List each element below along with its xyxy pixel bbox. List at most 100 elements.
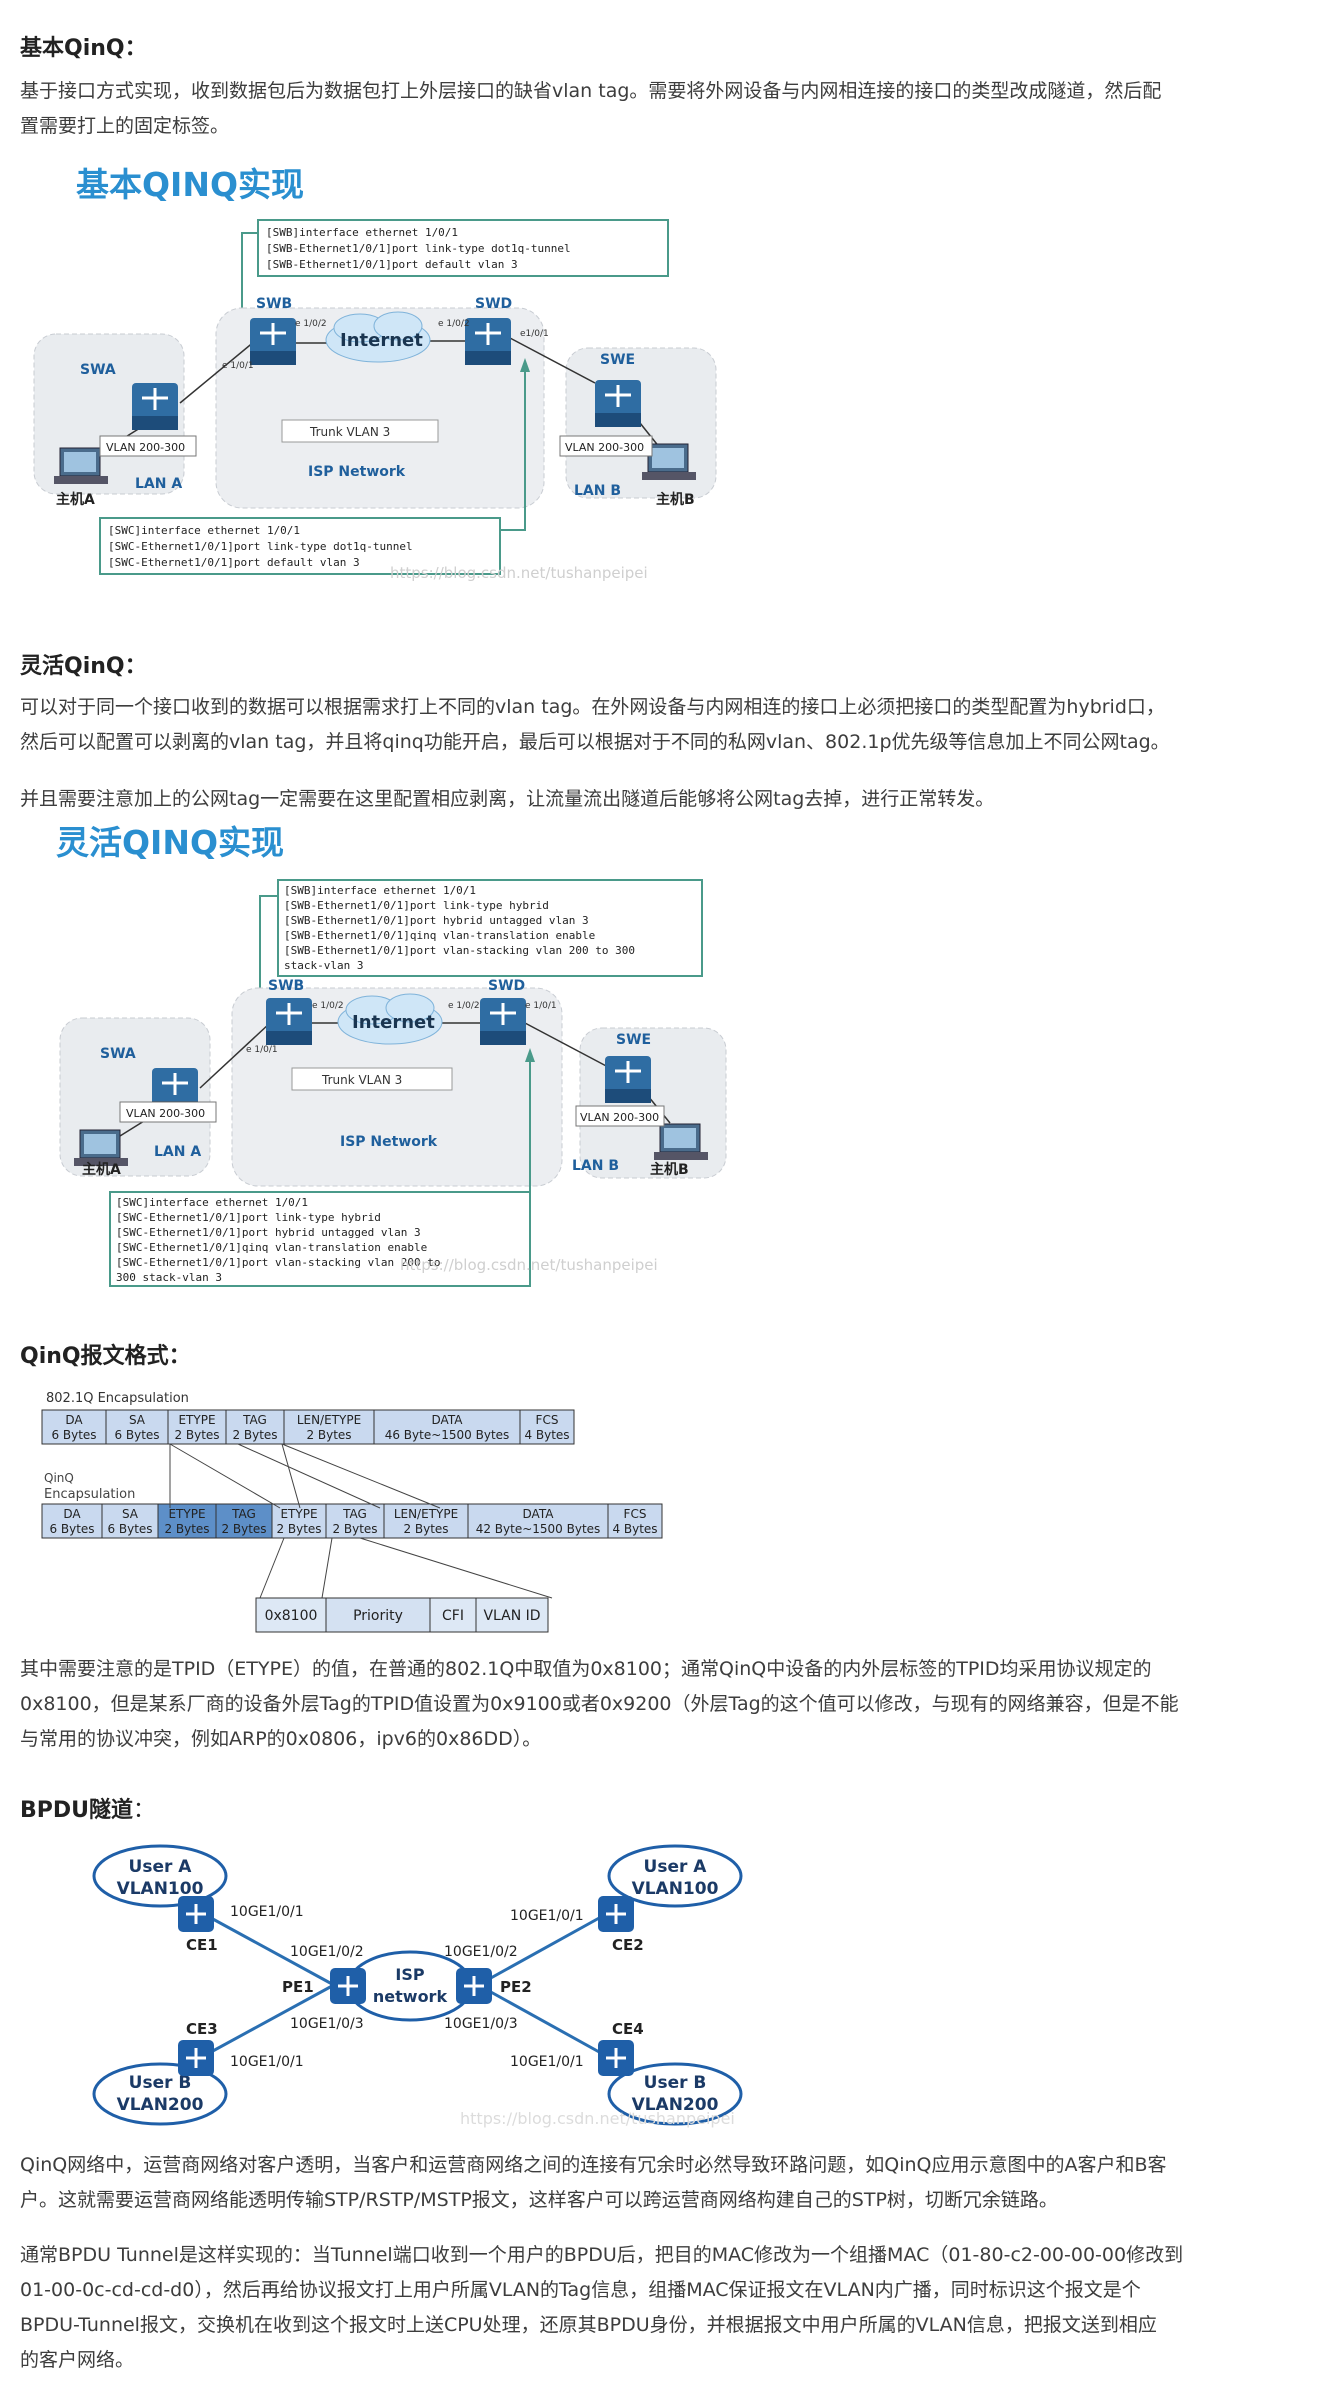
frame-cell-name: DA	[63, 1507, 81, 1521]
vlan-box-a	[99, 435, 197, 457]
host-b-icon	[654, 1123, 708, 1160]
config-text-bottom: [SWC]interface ethernet 1/0/1 [SWC-Ether…	[116, 1196, 447, 1284]
frame-cell	[41, 1503, 103, 1539]
frame-cell-name: ETYPE	[168, 1507, 205, 1521]
frame-cell-size: 2 Bytes	[306, 1428, 351, 1442]
frame-cell-name: DATA	[432, 1413, 464, 1427]
label-host-b: 主机B	[656, 491, 695, 508]
host-a-icon	[54, 447, 108, 484]
label-isp-network: ISP Network	[308, 464, 406, 480]
port-label: 10GE1/0/1	[230, 1904, 304, 1920]
mapping-line	[237, 1443, 381, 1509]
tag-field-label: Priority	[353, 1608, 403, 1624]
frame-cell	[607, 1503, 663, 1539]
port-label: 10GE1/0/2	[290, 1944, 364, 1960]
switch-swd-icon	[480, 998, 526, 1045]
config-text-top: [SWB]interface ethernet 1/0/1 [SWB-Ether…	[266, 226, 577, 271]
cloud-user-a-right	[607, 1844, 743, 1908]
label-vlan: VLAN200	[632, 2095, 719, 2115]
label-trunk: Trunk VLAN 3	[321, 1073, 402, 1087]
switch-swb-icon	[266, 998, 312, 1045]
callout-arrow-bottom	[525, 1048, 535, 1062]
callout-line-top	[241, 232, 258, 338]
isp-network-region	[215, 307, 545, 509]
frame-cell-size: 42 Byte~1500 Bytes	[476, 1522, 601, 1536]
frame-cell-name: DA	[65, 1413, 83, 1427]
label-isp: ISP	[395, 1965, 424, 1984]
cloud-user-a-left	[92, 1844, 228, 1908]
frame-cell-size: 2 Bytes	[332, 1522, 377, 1536]
watermark: https://blog.csdn.net/tushanpeipei	[390, 564, 648, 582]
label-swb: SWB	[256, 296, 292, 312]
para-line: 可以对于同一个接口收到的数据可以根据需求打上不同的vlan tag。在外网设备与…	[20, 696, 1165, 718]
label-swe: SWE	[600, 352, 635, 368]
label-swb: SWB	[268, 978, 304, 994]
link-ce3-pe1	[199, 1984, 333, 2060]
para-bpdu-2: 通常BPDU Tunnel是这样实现的：当Tunnel端口收到一个用户的BPDU…	[20, 2238, 1310, 2378]
frame-cell-size: 4 Bytes	[524, 1428, 569, 1442]
config-text-bottom: [SWC]interface ethernet 1/0/1 [SWC-Ether…	[108, 524, 419, 569]
switch-swd-icon	[465, 318, 511, 365]
frame-cell-name: FCS	[624, 1507, 647, 1521]
label-host-b: 主机B	[650, 1161, 689, 1178]
vlan-box-b	[559, 435, 653, 457]
frame-cell-name: SA	[122, 1507, 139, 1521]
frame-cell-name: ETYPE	[178, 1413, 215, 1427]
config-box-top	[277, 879, 703, 977]
ce1-switch-icon	[178, 1896, 214, 1932]
pe2-router-icon	[456, 1968, 492, 2004]
para-flexible-qinq: 可以对于同一个接口收到的数据可以根据需求打上不同的vlan tag。在外网设备与…	[20, 690, 1310, 760]
frame-cell-size: 2 Bytes	[174, 1428, 219, 1442]
port-label: 10GE1/0/1	[510, 2054, 584, 2070]
label-vlan-b: VLAN 200-300	[580, 1111, 659, 1124]
label-host-a: 主机A	[82, 1161, 121, 1178]
frame-cell-size: 4 Bytes	[612, 1522, 657, 1536]
frame-cell-name: LEN/ETYPE	[394, 1507, 458, 1521]
label-vlan: VLAN100	[632, 1879, 719, 1899]
label-vlan-b: VLAN 200-300	[565, 441, 644, 454]
frame-cell-size: 6 Bytes	[114, 1428, 159, 1442]
label-user: User B	[644, 2073, 707, 2093]
heading-frame-format: QinQ报文格式：	[20, 1344, 191, 1369]
port-label: e 1/0/1	[525, 1001, 557, 1011]
tag-expand-line	[259, 1537, 285, 1599]
label-lan-b: LAN B	[574, 483, 621, 499]
frame-cell-size: 2 Bytes	[232, 1428, 277, 1442]
label-vlan: VLAN100	[117, 1879, 204, 1899]
mapping-line	[281, 1443, 301, 1509]
port-label: 10GE1/0/1	[510, 1908, 584, 1924]
frame-cell-size: 6 Bytes	[107, 1522, 152, 1536]
config-text-top: [SWB]interface ethernet 1/0/1 [SWB-Ether…	[284, 884, 642, 972]
label-internet: Internet	[352, 1012, 435, 1033]
tag-field-cell	[255, 1597, 327, 1633]
port-label: e 1/0/2	[312, 1001, 344, 1011]
para-line: 01-00-0c-cd-cd-d0），然后再给协议报文打上用户所属VLAN的Ta…	[20, 2279, 1141, 2301]
diagram-title: 灵活QINQ实现	[56, 823, 284, 862]
frame-cell	[383, 1503, 469, 1539]
label-user: User B	[129, 2073, 192, 2093]
frame-cell-name: TAG	[342, 1507, 367, 1521]
tag-expand-line	[321, 1537, 333, 1599]
frame-cell	[373, 1409, 521, 1445]
link-ce1-pe1	[199, 1910, 333, 1986]
tag-field-label: CFI	[442, 1608, 464, 1624]
port-label: e 1/0/2	[295, 319, 327, 329]
internet-cloud-icon	[325, 311, 431, 363]
frame-cell-size: 2 Bytes	[276, 1522, 321, 1536]
vlan-box-a	[119, 1101, 217, 1123]
switch-swb-icon	[250, 318, 296, 365]
switch-swa-icon	[132, 383, 178, 430]
frame-cell-name: FCS	[536, 1413, 559, 1427]
trunk-box	[291, 1067, 453, 1091]
internet-cloud-icon	[337, 993, 443, 1045]
ce4-switch-icon	[598, 2040, 634, 2076]
label-qinq-encap: QinQ	[44, 1471, 74, 1485]
port-label: e 1/0/1	[246, 1045, 278, 1055]
frame-cell	[325, 1503, 385, 1539]
frame-cell-name: SA	[129, 1413, 146, 1427]
cloud-user-b-left	[92, 2062, 228, 2126]
para-line: BPDU-Tunnel报文，交换机在收到这个报文时上送CPU处理，还原其BPDU…	[20, 2314, 1157, 2336]
